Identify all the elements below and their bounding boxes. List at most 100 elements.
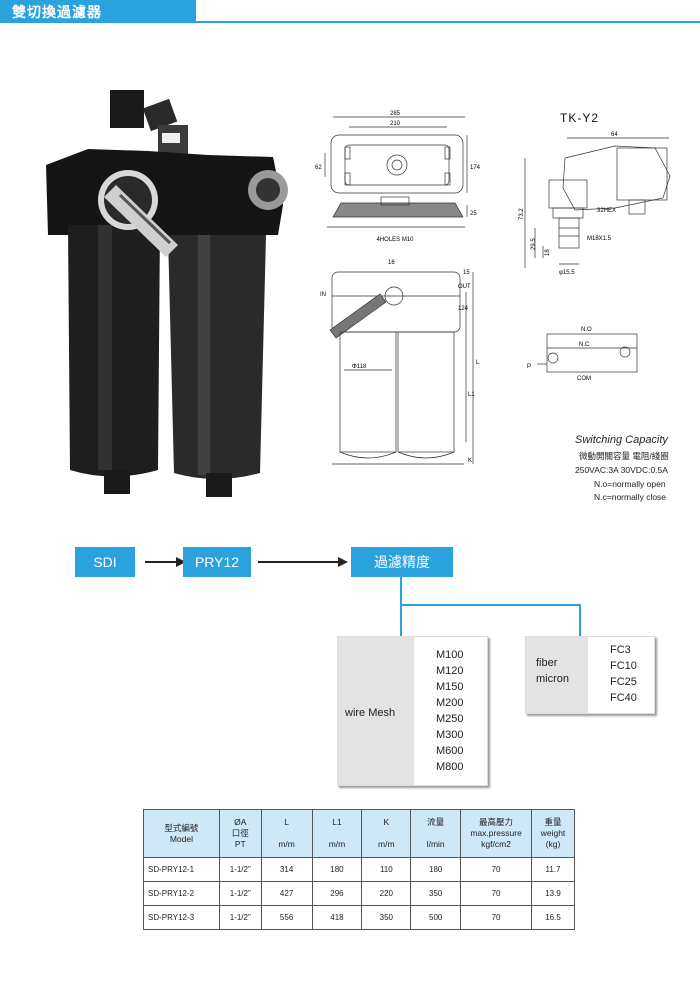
fiber-label-cell <box>526 637 588 713</box>
cell-l1: 418 <box>311 905 363 930</box>
bowl-highlight-right <box>198 235 210 475</box>
side-view-drawing: 16 15 IN OUT 124 Φ118 L L1 K <box>320 260 480 465</box>
cell-l: 314 <box>260 857 313 882</box>
cell-pressure: 70 <box>460 905 533 930</box>
dim-285: 285 <box>390 111 401 117</box>
cell-l: 556 <box>260 905 313 930</box>
dia-label: Φ118 <box>352 364 367 370</box>
header-rule <box>0 21 700 23</box>
switching-line-3: N.o=normally open <box>594 479 666 489</box>
fiber-option: FC3 <box>610 644 631 656</box>
top-view-drawing: 285 210 62 174 25 4HOLES M10 <box>315 111 481 243</box>
connector-cable <box>142 98 178 132</box>
switching-line-1: 微動開關容量 電阻/綫圈 <box>579 451 669 461</box>
cell-flow: 500 <box>410 905 462 930</box>
switch-dim-64: 64 <box>611 132 618 138</box>
micron-label: micron <box>536 673 570 685</box>
out-label: OUT <box>458 284 471 290</box>
cell-l1: 296 <box>311 881 363 906</box>
bowl-highlight-left <box>98 225 112 470</box>
switch-thread-label: M18X1.5 <box>587 236 612 242</box>
dim-L1: L1 <box>468 392 475 398</box>
product-photo <box>46 90 288 497</box>
fiber-option: FC25 <box>610 676 637 688</box>
table-row: SD-PRY12-3 1-1/2" 556 418 350 500 70 16.… <box>143 905 575 930</box>
cell-pressure: 70 <box>460 857 533 882</box>
cell-port: 1-1/2" <box>218 905 262 930</box>
arrow-1 <box>145 561 183 563</box>
wire-mesh-option: M200 <box>436 697 464 709</box>
dim-15: 15 <box>463 270 470 276</box>
dim-K: K <box>468 458 472 464</box>
wire-mesh-label: wire Mesh <box>345 707 396 719</box>
dim-62: 62 <box>315 165 322 171</box>
wire-mesh-option: M250 <box>436 713 464 725</box>
arrow-2-head <box>338 557 348 567</box>
cell-model: SD-PRY12-3 <box>143 905 220 930</box>
wire-mesh-label-cell <box>338 637 414 785</box>
connector-vert-main <box>400 577 402 605</box>
valve-handle <box>104 185 178 257</box>
connector-horizontal <box>400 604 581 606</box>
bowl-left <box>68 225 160 477</box>
cell-pressure: 70 <box>460 881 533 906</box>
switch-dia-label: φ15.5 <box>559 270 575 276</box>
dim-25: 25 <box>470 211 477 217</box>
switch-dim-29: 29.5 <box>531 238 537 250</box>
code-box-sdi: SDI <box>75 547 135 577</box>
switch-label <box>162 133 180 143</box>
filter-head <box>46 149 283 235</box>
cell-port: 1-1/2" <box>218 881 262 906</box>
nc-label: N.C <box>579 342 590 348</box>
switch-hex-label: 32HEX <box>597 208 616 214</box>
switch-dim-18: 18 <box>545 249 551 256</box>
fiber-label: fiber <box>536 657 558 669</box>
bowl-right <box>168 235 266 479</box>
connector-plug <box>110 90 144 128</box>
connector-vert-left <box>400 604 402 637</box>
fiber-option: FC40 <box>610 692 637 704</box>
switch-dim-73: 73.2 <box>519 208 525 220</box>
table-row: SD-PRY12-2 1-1/2" 427 296 220 350 70 13.… <box>143 881 575 906</box>
dim-174: 174 <box>470 165 481 171</box>
in-label: IN <box>320 292 326 298</box>
header-bar: 雙切換過濾器 <box>0 0 700 23</box>
valve-handle-grip <box>118 193 172 245</box>
cell-weight: 11.7 <box>531 857 575 882</box>
cell-k: 220 <box>361 881 412 906</box>
wire-mesh-panel: wire Mesh M100 M120 M150 M200 M250 M300 … <box>337 636 488 786</box>
arrow-2 <box>258 561 346 563</box>
page-title: 雙切換過濾器 <box>12 5 102 21</box>
fiber-option: FC10 <box>610 660 637 672</box>
cell-k: 350 <box>361 905 412 930</box>
outlet-port-inner <box>256 178 280 202</box>
drain-plug-right <box>206 473 232 497</box>
drain-plug-left <box>104 470 130 494</box>
cell-port: 1-1/2" <box>218 857 262 882</box>
cell-l: 427 <box>260 881 313 906</box>
wire-mesh-options: M100 M120 M150 M200 M250 M300 M600 M800 <box>436 647 464 775</box>
dim-124: 124 <box>458 306 469 312</box>
wire-mesh-option: M100 <box>436 649 464 661</box>
fiber-panel: fiber micron FC3 FC10 FC25 FC40 <box>525 636 655 714</box>
dim-L: L <box>476 360 480 366</box>
header-tab <box>0 0 196 22</box>
cell-flow: 350 <box>410 881 462 906</box>
wire-mesh-option: M600 <box>436 745 464 757</box>
wire-mesh-option: M120 <box>436 665 464 677</box>
cell-l1: 180 <box>311 857 363 882</box>
no-label: N.O <box>581 327 592 333</box>
dim-210: 210 <box>390 121 401 127</box>
switching-title: Switching Capacity <box>575 434 668 446</box>
code-box-pry12: PRY12 <box>183 547 251 577</box>
arrow-1-head <box>176 557 186 567</box>
